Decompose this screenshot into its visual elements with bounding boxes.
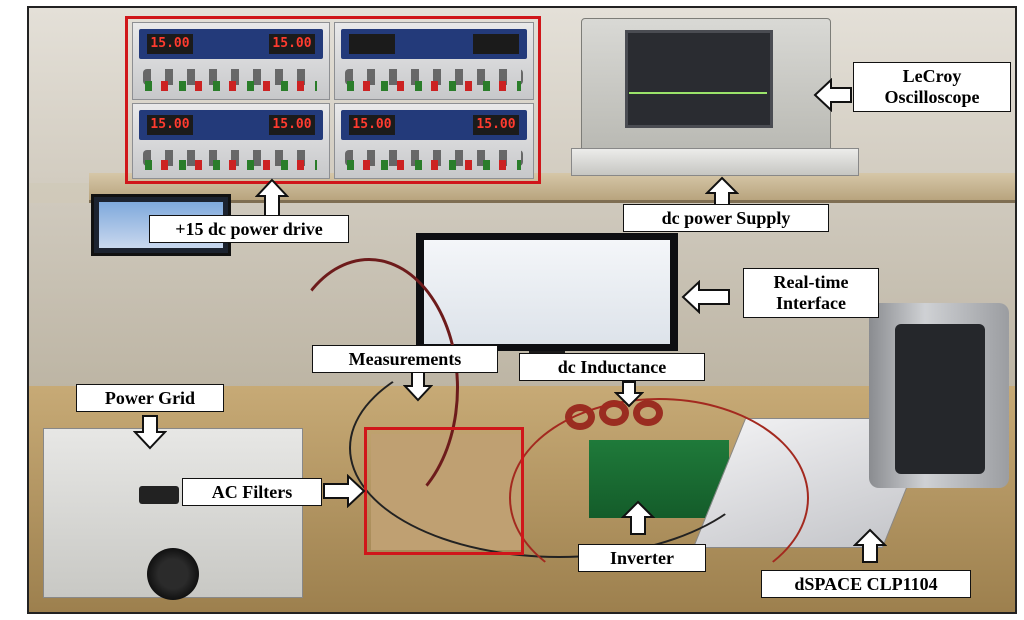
photo-frame: 15.00 15.00 15.00 15.00 15.00 15.00 — [27, 6, 1017, 614]
psu-display: 15.00 — [349, 115, 395, 135]
cable — [509, 398, 809, 598]
label-inverter: Inverter — [578, 544, 706, 572]
label-lecroy-oscilloscope: LeCroy Oscilloscope — [853, 62, 1011, 112]
label-dc-inductance: dc Inductance — [519, 353, 705, 381]
psu-display: 15.00 — [147, 115, 193, 135]
arrow-left-icon — [681, 280, 730, 314]
label-realtime-interface: Real-time Interface — [743, 268, 879, 318]
psu-display: 15.00 — [147, 34, 193, 54]
arrow-up-icon — [255, 178, 289, 217]
arrow-down-icon — [614, 381, 644, 408]
psu-display: 15.00 — [473, 115, 519, 135]
dc-power-supply-unit — [571, 148, 859, 176]
tower-pc-front — [895, 324, 985, 474]
label-psu-drive: +15 dc power drive — [149, 215, 349, 243]
label-ac-filters: AC Filters — [182, 478, 322, 506]
psu-unit-1: 15.00 15.00 — [132, 22, 330, 100]
label-measurements: Measurements — [312, 345, 498, 373]
power-grid-switch — [139, 486, 179, 504]
highlight-box-psu — [125, 16, 541, 184]
psu-unit-3: 15.00 15.00 — [132, 103, 330, 179]
arrow-right-icon — [323, 474, 366, 508]
psu-unit-4: 15.00 15.00 — [334, 103, 534, 179]
arrow-down-icon — [133, 415, 167, 450]
oscilloscope-trace — [629, 92, 767, 94]
arrow-down-icon — [403, 371, 433, 402]
arrow-up-icon — [621, 500, 655, 535]
oscilloscope-screen — [625, 30, 773, 128]
psu-display: 15.00 — [269, 34, 315, 54]
psu-display-off — [473, 34, 519, 54]
label-dc-power-supply: dc power Supply — [623, 204, 829, 232]
power-grid-box — [43, 428, 303, 598]
label-dspace-clp1104: dSPACE CLP1104 — [761, 570, 971, 598]
psu-display: 15.00 — [269, 115, 315, 135]
label-power-grid: Power Grid — [76, 384, 224, 412]
monitor-main-screen — [424, 240, 670, 344]
highlight-box-ac-filters — [364, 427, 524, 555]
psu-unit-2 — [334, 22, 534, 100]
arrow-up-icon — [853, 528, 887, 563]
power-grid-knob — [147, 548, 199, 600]
psu-display-off — [349, 34, 395, 54]
arrow-left-icon — [813, 78, 852, 112]
